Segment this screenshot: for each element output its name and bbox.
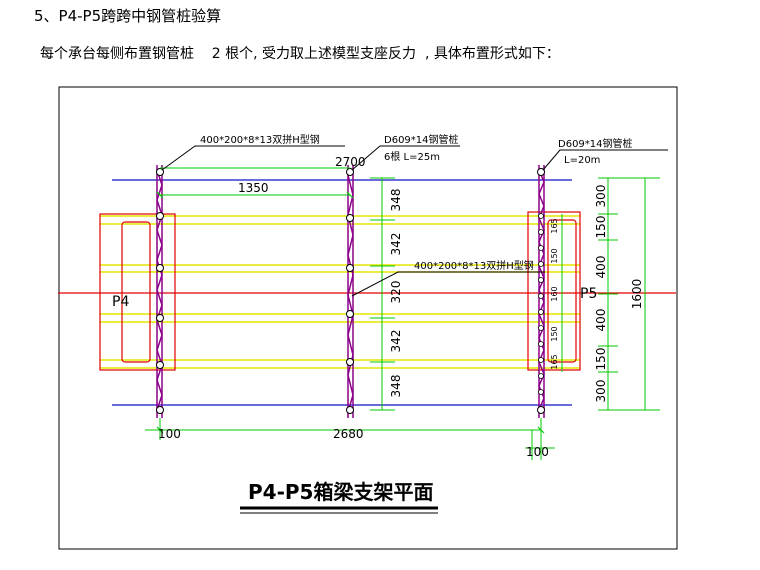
drawing-title: P4-P5箱梁支架平面 — [248, 480, 433, 504]
callout-pile-mid: D609*14钢管桩 — [384, 133, 459, 146]
pile-column-mid — [347, 165, 354, 418]
dim-2680: 2680 — [333, 427, 364, 441]
dim-small-3: 150 — [550, 326, 559, 341]
dims-small-right: 165 150 160 150 165 — [550, 218, 559, 369]
dim-mid-0: 348 — [389, 189, 403, 212]
blue-edge-lines — [112, 179, 572, 406]
dim-right-2: 400 — [594, 256, 608, 279]
dim-right-0: 300 — [594, 185, 608, 208]
section-title: P4-P5跨跨中钢管桩验算 — [58, 7, 222, 25]
dimension-ticks — [156, 191, 545, 434]
callout-leaders — [161, 145, 668, 297]
dim-1350: 1350 — [238, 181, 269, 195]
dim-mid-4: 348 — [389, 375, 403, 398]
callout-beam-mid: 400*200*8*13双拼H型钢 — [414, 259, 534, 272]
dim-right-4: 150 — [594, 348, 608, 371]
section-number: 5、 — [34, 7, 59, 25]
pier-p5-label: P5 — [580, 286, 597, 302]
callout-pile-mid-sub: 6根 L=25m — [384, 150, 440, 163]
dim-small-4: 165 — [550, 354, 559, 369]
pile-markers — [156, 168, 545, 414]
dim-100-left: 100 — [158, 427, 181, 441]
callout-pile-right-sub: L=20m — [564, 155, 600, 166]
pier-p4 — [99, 213, 176, 371]
dim-2700: 2700 — [335, 155, 366, 169]
dims-right-column: 300 150 400 400 150 300 — [594, 185, 608, 403]
pile-column-left — [156, 165, 163, 418]
drawing-frame — [58, 86, 678, 550]
dimension-lines — [145, 167, 660, 460]
description-paragraph: 每个承台每侧布置钢管桩 2 根个, 受力取上述模型支座反力 , 具体布置形式如下… — [40, 46, 560, 62]
callout-beam-top: 400*200*8*13双拼H型钢 — [200, 133, 320, 146]
dim-mid-1: 342 — [389, 233, 403, 256]
yellow-guide-lines — [100, 215, 580, 369]
dim-right-5: 300 — [594, 380, 608, 403]
dims-mid-column: 348 342 320 342 348 — [389, 189, 403, 398]
section-heading: 5、P4-P5跨跨中钢管桩验算 — [34, 6, 221, 26]
pier-p4-label: P4 — [112, 294, 129, 310]
dim-mid-2: 320 — [389, 281, 403, 304]
dim-right-1: 150 — [594, 216, 608, 239]
dim-small-0: 165 — [550, 218, 559, 233]
pile-column-right — [538, 165, 545, 418]
dim-small-1: 150 — [550, 248, 559, 263]
dim-right-3: 400 — [594, 309, 608, 332]
callout-pile-right: D609*14钢管桩 — [558, 137, 633, 150]
pile-markers-right-dense — [538, 213, 544, 395]
dim-small-2: 160 — [550, 286, 559, 301]
dim-total-right: 1600 — [630, 279, 644, 310]
dim-mid-3: 342 — [389, 330, 403, 353]
dim-100-right: 100 — [526, 445, 549, 459]
